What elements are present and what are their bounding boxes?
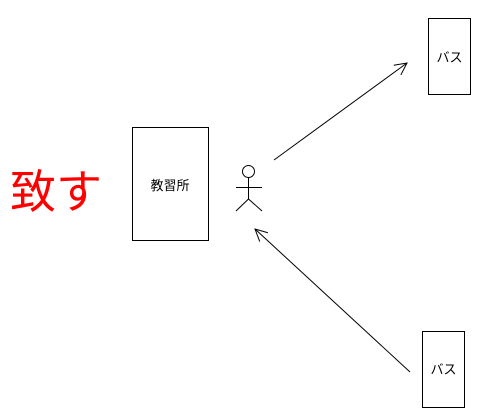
bus-bottom-label: バス bbox=[430, 363, 456, 378]
bus-bottom-box bbox=[422, 331, 465, 408]
red-heading-text: 致す bbox=[10, 165, 102, 219]
person-icon bbox=[235, 165, 263, 212]
arrow-to-top-bus bbox=[273, 63, 407, 161]
school-box bbox=[132, 127, 209, 241]
school-label: 教習所 bbox=[150, 178, 189, 194]
arrow-from-bottom-bus bbox=[255, 229, 411, 373]
bus-top-box bbox=[428, 18, 471, 95]
bus-top-label: バス bbox=[436, 51, 462, 66]
